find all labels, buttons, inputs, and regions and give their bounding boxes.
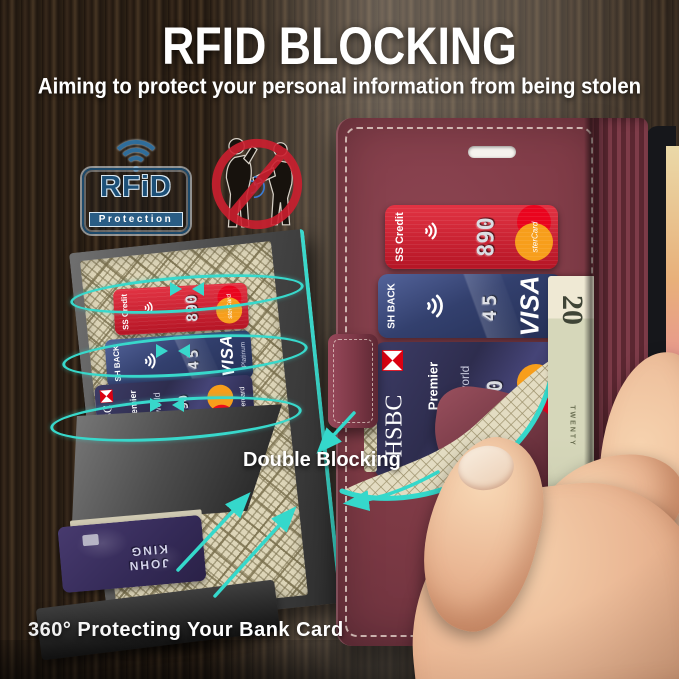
card-hsbc-mini: HSBC Premier world 7890 mastercard — [94, 374, 256, 444]
hsbc-logo-icon — [99, 389, 114, 408]
teal-arrow — [170, 282, 182, 296]
card-issuer: SH BACK — [386, 283, 398, 329]
brand-tagline-2: Simply — [456, 535, 490, 544]
card-red-mini: SS Credit 890 sterCard — [112, 282, 250, 336]
page-subtitle: Aiming to protect your personal informat… — [37, 74, 642, 99]
card-network-label: sterCard — [530, 221, 540, 253]
teal-arrow — [178, 344, 190, 358]
rfid-protection-badge: RFiD Protection — [82, 140, 190, 234]
no-pickpocket-icon — [206, 132, 308, 236]
wallet-case: SS Credit 890 sterCard SH BACK 45 VISA P… — [336, 118, 648, 646]
card-blue-mini: SH BACK 45 VISA Platinum — [104, 329, 254, 389]
card-holder-name: JOHN KING — [127, 542, 170, 574]
teal-arrow — [192, 282, 204, 296]
rfid-badge-word: RFiD — [100, 171, 172, 203]
mastercard-logo-icon — [517, 205, 551, 239]
wallet-spine — [594, 118, 648, 646]
card-issuer: SS Credit — [394, 212, 406, 262]
card-number: 45 — [479, 290, 501, 322]
card-chip — [82, 533, 100, 547]
phone-screen — [666, 146, 679, 624]
visa-logo: VISA — [514, 275, 545, 337]
magnetic-strap — [328, 334, 378, 428]
page-title: RFID BLOCKING — [162, 15, 517, 76]
double-blocking-label: Double Blocking — [243, 449, 401, 471]
hsbc-logo-icon — [382, 350, 403, 376]
rfid-badge-label: Protection — [89, 212, 183, 227]
bottom-caption: 360° Protecting Your Bank Card — [28, 619, 344, 641]
wifi-icon — [419, 291, 454, 321]
card-red: SS Credit 890 sterCard — [385, 205, 558, 269]
cash-word: TWENTY — [568, 405, 576, 447]
card-blue: SH BACK 45 VISA Platinum — [378, 274, 562, 338]
teal-arrow — [156, 344, 168, 358]
card-number: 890 — [474, 217, 500, 257]
mastercard-logo-icon — [515, 223, 553, 261]
camera-slot — [468, 146, 516, 158]
rfid-mesh-illustration: SS Credit 890 sterCard SH BACK 45 VISA P… — [35, 228, 344, 661]
teal-arrow — [150, 398, 162, 412]
card-purple-mini: JOHN KING — [57, 514, 207, 594]
teal-arrow — [172, 398, 184, 412]
wifi-icon — [418, 220, 445, 242]
